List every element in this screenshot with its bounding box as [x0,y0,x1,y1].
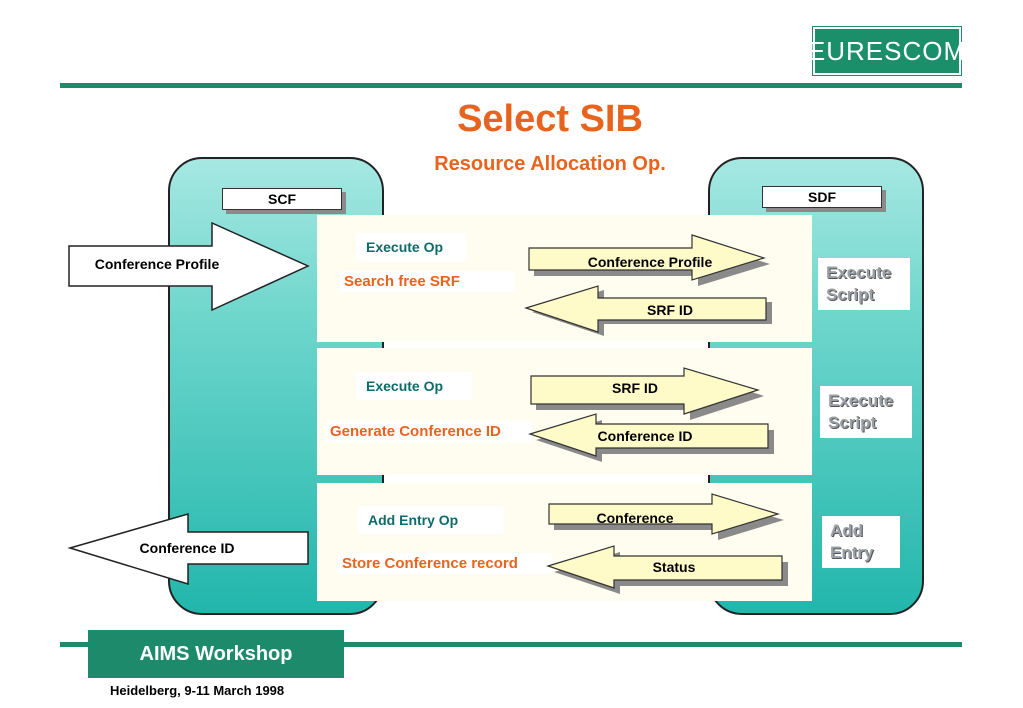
store-conference-record-label: Store Conference record [338,553,552,574]
execute-op-label: Execute Op [356,372,472,400]
execute-script-label: Execute Script [818,258,910,310]
srf-id-request-label: SRF ID [612,380,658,396]
conference-profile-input-arrow [68,221,310,312]
execute-script-label: Execute Script [820,386,912,438]
add-entry-op-label: Add Entry Op [358,506,504,534]
srf-id-request-arrow [530,367,764,420]
page-title: Select SIB [457,98,643,140]
srf-id-response-label: SRF ID [647,302,693,318]
generate-conference-id-label: Generate Conference ID [326,421,532,442]
add-entry-label: Add Entry [822,516,900,568]
conference-id-response-arrow [528,413,774,462]
page-subtitle: Resource Allocation Op. [434,153,666,175]
conference-profile-input-label: Conference Profile [94,256,220,272]
conference-id-output-arrow [67,513,309,586]
scf-tag: SCF [222,188,342,210]
conference-id-response-label: Conference ID [597,428,693,444]
conference-request-label: Conference [596,510,674,526]
status-response-arrow [546,545,788,594]
footer-rule [60,642,962,647]
conference-profile-request-label: Conference Profile [587,254,713,270]
srf-id-response-arrow [524,285,772,336]
eurescom-logo: EURESCOM [808,27,965,75]
conference-profile-request-arrow [528,234,770,286]
search-free-srf-label: Search free SRF [340,271,514,292]
event-location-date: Heidelberg, 9-11 March 1998 [110,683,285,698]
status-response-label: Status [652,559,696,575]
conference-request-arrow [548,493,784,540]
header-rule [60,83,962,88]
workshop-banner: AIMS Workshop [88,630,344,678]
sdf-tag: SDF [762,186,882,208]
execute-op-label: Execute Op [356,233,466,261]
conference-id-output-label: Conference ID [139,540,235,556]
